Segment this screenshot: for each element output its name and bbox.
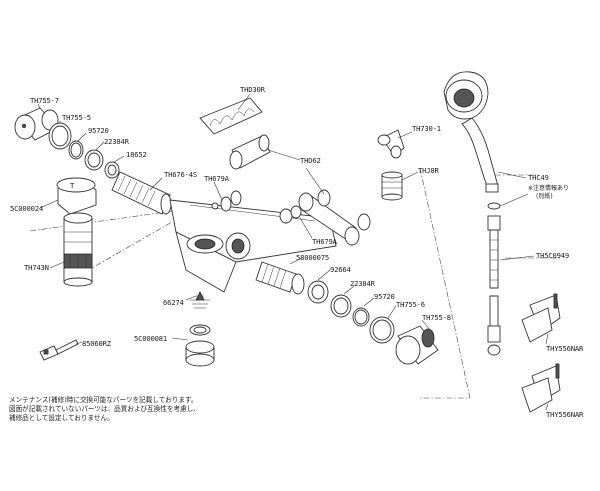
label-thy556nar-1: THY556NAR — [546, 344, 584, 353]
label-66274: 66274 — [163, 298, 184, 307]
label-5c000081: 5C000081 — [134, 334, 167, 343]
label-18652: 18652 — [126, 150, 147, 159]
holder-thy556nar-2 — [521, 363, 561, 413]
label-th679a-left: TH679A — [204, 174, 230, 183]
label-thy556nar-2: THY556NAR — [546, 410, 584, 419]
assembly-dash-line — [29, 204, 217, 232]
label-95720-right: 95720 — [374, 292, 395, 301]
nut-22384r-left — [84, 149, 104, 171]
cartridge-58000075 — [255, 261, 305, 295]
cap-5c000024: T — [56, 177, 97, 215]
label-85060rz: 85060RZ — [82, 339, 112, 348]
elbow-thd62-upper — [229, 134, 271, 170]
union-th679a-left — [220, 190, 242, 212]
cartridge-th743n — [63, 212, 93, 287]
label-thd62: THD62 — [300, 156, 321, 165]
label-th5c0949: TH5C0949 — [536, 251, 569, 260]
key-85060rz — [39, 339, 79, 361]
ring-92664 — [307, 280, 329, 304]
strainer-66274 — [190, 291, 210, 309]
label-th679a-right: TH679A — [312, 237, 338, 246]
nut-22384r-right — [330, 294, 352, 318]
label-th755-7: TH755-7 — [30, 96, 59, 105]
label-22384r-left: 22384R — [104, 137, 130, 146]
elbow-th730-1 — [377, 129, 405, 159]
footer-note-line-1: メンテナンス(補修)時に交換可能なパーツを記載しております。 — [9, 396, 198, 404]
footer-note-line-3: 補修品として設定しておりません。 — [9, 414, 114, 422]
ring-18652 — [104, 161, 120, 179]
aerator-5c000081 — [185, 324, 215, 367]
label-5c000024: 5C000024 — [10, 204, 43, 213]
cap-mark: T — [70, 181, 75, 190]
ring-th755-6 — [369, 316, 395, 344]
label-th755-6: TH755-6 — [396, 300, 425, 309]
holder-thy556nar-1 — [521, 293, 561, 343]
label-thc49: THC49 — [528, 173, 549, 182]
adapter-thj8r — [381, 171, 403, 201]
handle-cap-right-th755-8 — [395, 325, 439, 365]
assembly-dash-line — [419, 167, 471, 399]
label-thj8r: THJ8R — [418, 166, 440, 175]
oring-thc49 — [487, 202, 501, 210]
label-92664: 92664 — [330, 265, 351, 274]
oring-95720-right — [352, 307, 370, 327]
hose-th5c0949 — [487, 215, 501, 356]
label-th730-1: TH730-1 — [412, 124, 441, 133]
label-thd30r: THD30R — [240, 85, 266, 94]
thc49-note-2: (別紙) — [536, 193, 553, 200]
oring-95720-left — [68, 140, 84, 160]
elbow-thd62-lower — [298, 189, 360, 246]
shower-head — [443, 71, 499, 193]
ring-th755-5 — [48, 122, 72, 150]
label-th743n: TH743N — [24, 263, 49, 272]
cover-thd30r — [199, 97, 263, 135]
label-th676-4s: TH676-4S — [164, 170, 197, 179]
cartridge-th676-4s — [111, 171, 172, 215]
footer-note-line-2: 図面が記載されていないパーツは、品質および互換性を考慮し、 — [9, 405, 200, 413]
label-th755-5: TH755-5 — [62, 113, 91, 122]
thc49-note-1: ※注意情報あり — [528, 185, 570, 192]
label-th755-8: TH755-8 — [422, 313, 451, 322]
label-22384r-right: 22384R — [350, 279, 376, 288]
leader-lines — [37, 93, 549, 411]
label-95720-left: 95720 — [88, 126, 109, 135]
label-58000075: 58000075 — [296, 253, 329, 262]
union-th679a-right — [279, 205, 371, 231]
